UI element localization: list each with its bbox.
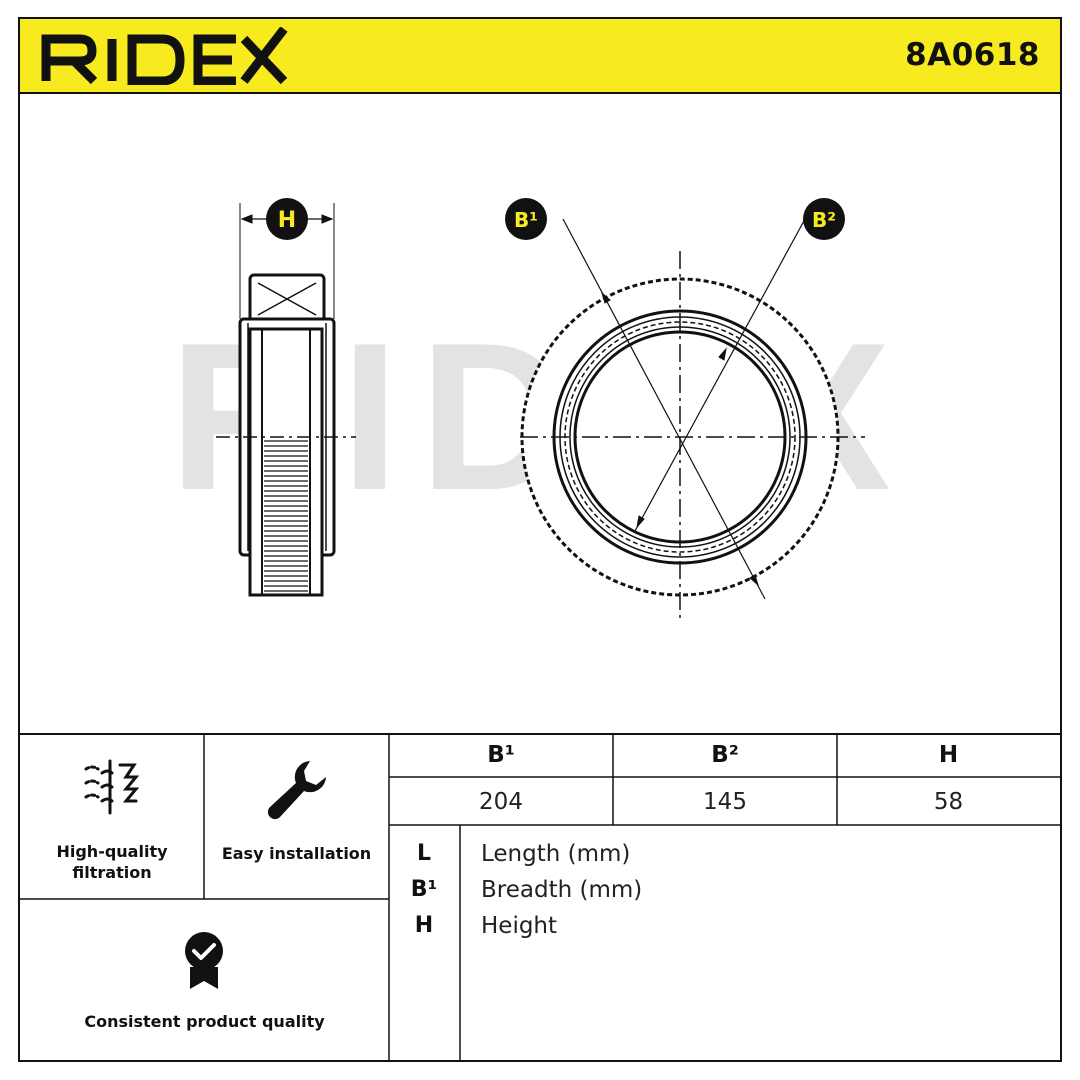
quality-badge-icon — [185, 932, 223, 989]
dimension-b1-label: B¹ — [514, 208, 538, 232]
legend-desc: Breadth (mm) — [481, 877, 643, 903]
product-sheet: 8A0618 RIDEX H — [18, 17, 1062, 1062]
table-header-h: H — [938, 742, 959, 768]
table-header-b1: B¹ — [487, 742, 515, 768]
legend-desc: Height — [481, 913, 558, 939]
legend: L Length (mm) B¹ Breadth (mm) H Height — [389, 825, 1060, 1062]
dimension-b2-label: B² — [812, 208, 836, 232]
dimension-b1-marker — [505, 198, 547, 240]
feature-label: High-quality filtration — [56, 842, 168, 882]
part-number: 8A0618 — [905, 37, 1040, 73]
top-view — [520, 218, 865, 619]
grid-lines — [20, 735, 1060, 1062]
table-value-b1: 204 — [479, 789, 523, 815]
filter-flow-icon — [84, 759, 140, 815]
feature-label: Consistent product quality — [84, 1012, 325, 1031]
dimension-h-label: H — [278, 208, 296, 233]
wrench-icon — [267, 761, 326, 820]
legend-key: H — [414, 913, 434, 938]
feature-filtration: High-quality filtration — [20, 735, 204, 899]
legend-key: B¹ — [410, 877, 438, 902]
dimension-h-marker — [266, 198, 308, 240]
ridex-logo — [41, 27, 288, 85]
header-bar: 8A0618 — [20, 19, 1060, 94]
technical-drawing: RIDEX H — [169, 198, 891, 619]
feature-label: Easy installation — [221, 844, 372, 863]
feature-installation: Easy installation — [204, 735, 389, 899]
dimension-b2-marker — [803, 198, 845, 240]
table-header-b2: B² — [711, 742, 739, 768]
legend-desc: Length (mm) — [481, 841, 631, 867]
info-grid: High-quality filtration Easy installatio… — [20, 733, 1060, 1062]
side-view — [216, 203, 356, 597]
table-value-h: 58 — [933, 789, 964, 815]
table-value-b2: 145 — [703, 789, 747, 815]
feature-quality: Consistent product quality — [20, 899, 389, 1062]
legend-key: L — [416, 841, 432, 866]
